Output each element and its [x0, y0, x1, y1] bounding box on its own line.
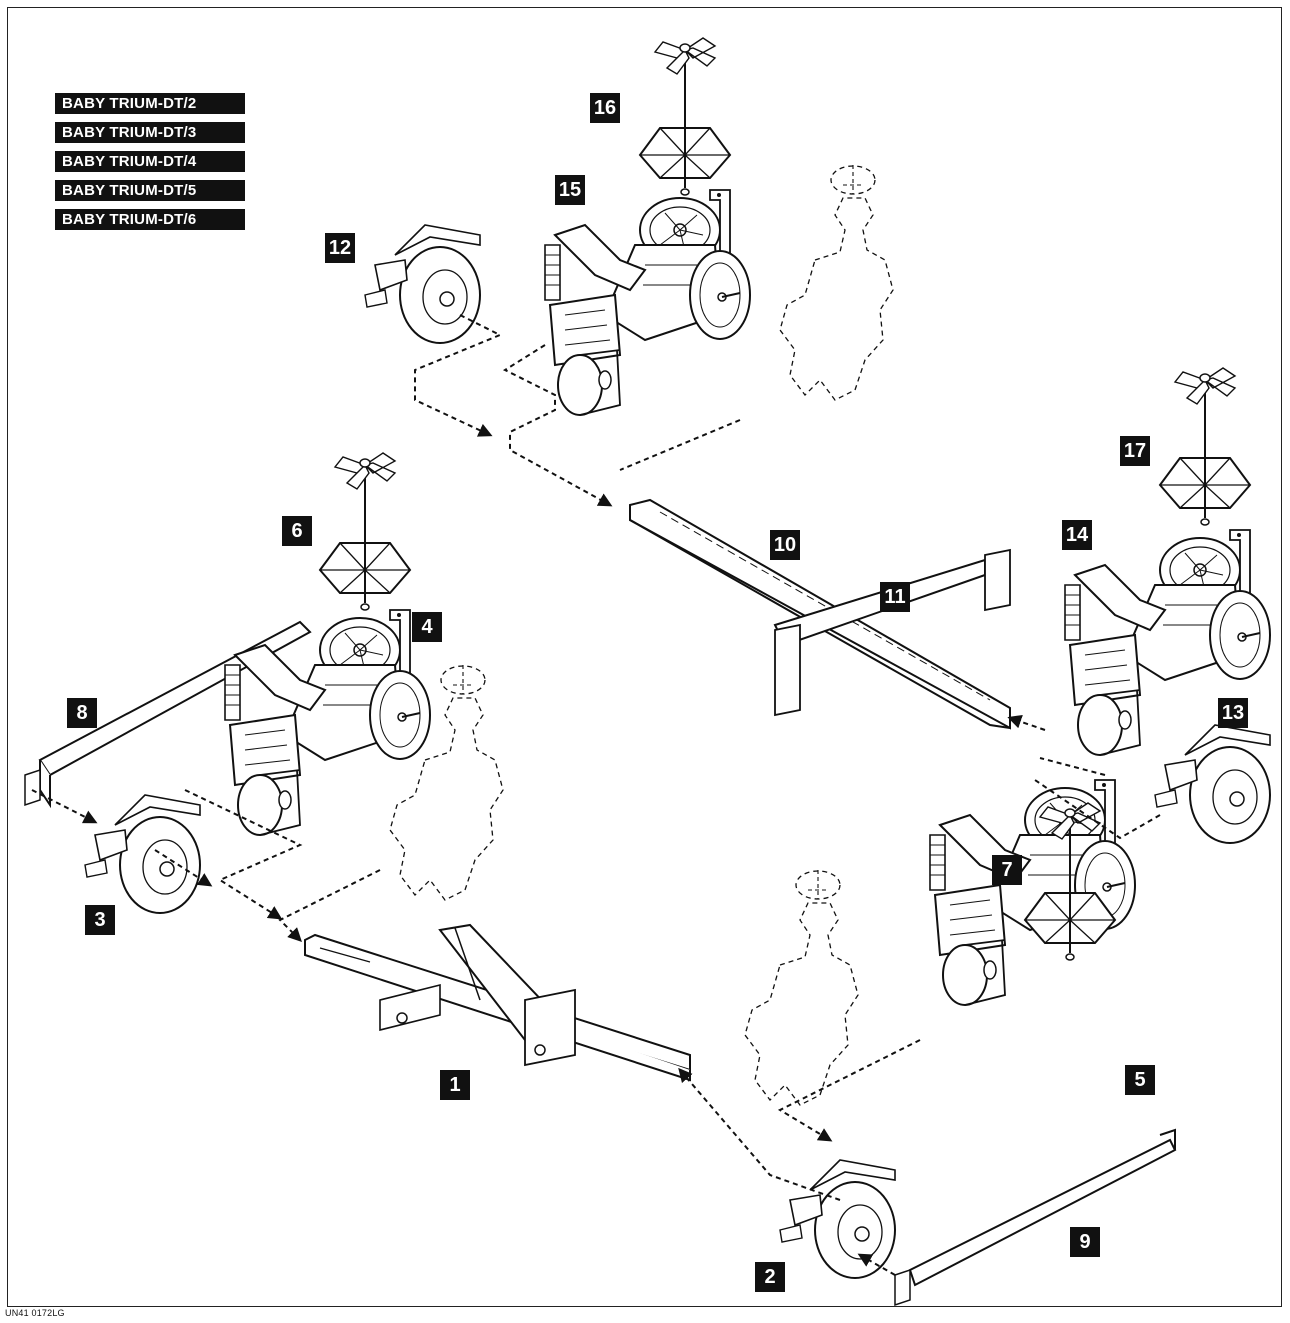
callout-11: 11 — [880, 582, 910, 612]
callout-7: 7 — [992, 855, 1022, 885]
model-list: BABY TRIUM-DT/2 BABY TRIUM-DT/3 BABY TRI… — [55, 93, 245, 238]
callout-16: 16 — [590, 93, 620, 123]
gauge-wheel-3 — [84, 794, 201, 914]
row-unit-4 — [224, 609, 431, 836]
gauge-wheel-13 — [1154, 724, 1271, 844]
hopper-17 — [1159, 367, 1251, 526]
callout-14: 14 — [1062, 520, 1092, 550]
callout-8: 8 — [67, 698, 97, 728]
model-label-dt6: BABY TRIUM-DT/6 — [55, 209, 245, 230]
model-label-dt5: BABY TRIUM-DT/5 — [55, 180, 245, 201]
callout-9: 9 — [1070, 1227, 1100, 1257]
hopper-16 — [639, 37, 731, 196]
gauge-wheel-2 — [779, 1159, 896, 1279]
ghost-unit-lower — [744, 869, 859, 1106]
model-label-dt3: BABY TRIUM-DT/3 — [55, 122, 245, 143]
hopper-6 — [319, 452, 411, 611]
assembly-arrows — [31, 314, 1161, 1276]
main-toolbar-part — [304, 923, 691, 1082]
lower-side-bar-part — [894, 1128, 1177, 1307]
gauge-wheel-12 — [364, 224, 481, 344]
callout-13: 13 — [1218, 698, 1248, 728]
row-unit-5 — [929, 779, 1136, 1006]
callout-6: 6 — [282, 516, 312, 546]
callout-3: 3 — [85, 905, 115, 935]
diagram-frame — [7, 7, 1282, 1307]
upper-toolbar-part — [629, 498, 1011, 730]
callout-12: 12 — [325, 233, 355, 263]
callout-2: 2 — [755, 1262, 785, 1292]
callout-5: 5 — [1125, 1065, 1155, 1095]
callout-15: 15 — [555, 175, 585, 205]
callout-1: 1 — [440, 1070, 470, 1100]
model-label-dt2: BABY TRIUM-DT/2 — [55, 93, 245, 114]
row-unit-15 — [544, 189, 751, 416]
callout-4: 4 — [412, 612, 442, 642]
model-label-dt4: BABY TRIUM-DT/4 — [55, 151, 245, 172]
figure-code: UN41 0172LG — [5, 1308, 65, 1318]
ghost-unit-upper — [779, 164, 894, 401]
callout-17: 17 — [1120, 436, 1150, 466]
callout-10: 10 — [770, 530, 800, 560]
